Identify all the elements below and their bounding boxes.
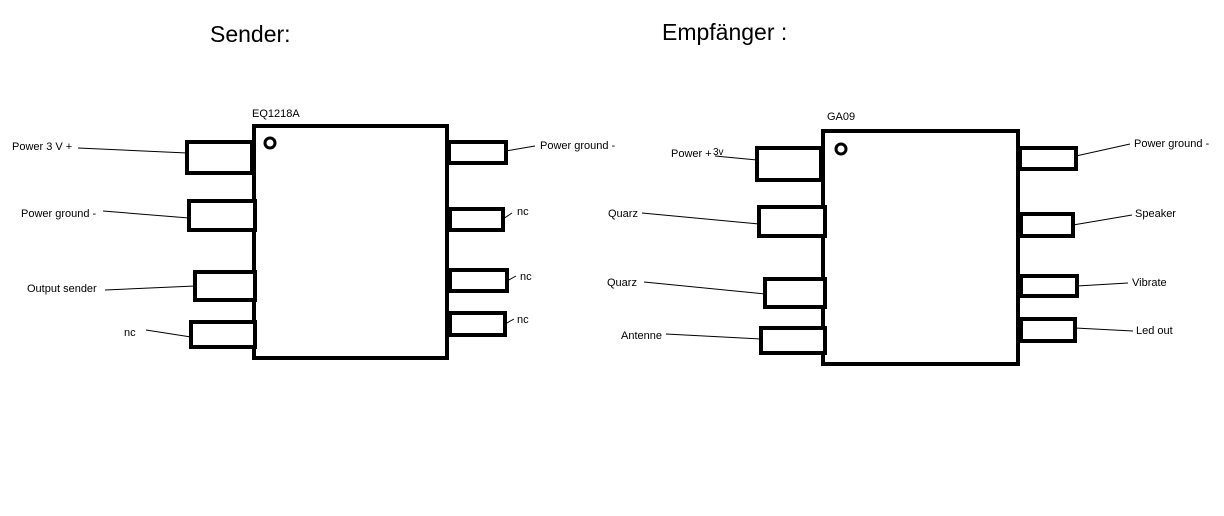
receiver-left-pin-4 [759,326,827,355]
sender-right-pin-3 [448,268,509,293]
sender-chip-body [252,124,449,360]
receiver-left-lead-2 [641,212,760,225]
sender-right-pin-2 [448,207,505,232]
sender-heading: Sender: [210,21,291,47]
receiver-pin1-marker-icon [834,142,848,156]
receiver-right-pin-2 [1019,212,1075,238]
sender-pin1-marker-icon [263,136,277,150]
sender-left-pin-4 [189,320,257,349]
sender-left-label-1: Power 3 V + [12,141,72,153]
receiver-chip: GA09 Power + 3v Quarz Quarz Antenne Powe… [607,111,1210,366]
receiver-right-lead-3 [1076,282,1129,287]
sender-right-lead-3 [506,275,517,282]
receiver-left-pin-3 [763,277,827,309]
sender-right-lead-4 [504,318,515,325]
sender-left-label-2: Power ground - [21,208,97,220]
sender-chip: EQ1218A Power 3 V + Power ground - Outpu… [12,108,616,360]
receiver-chip-body [821,129,1020,366]
receiver-left-lead-3 [643,281,766,295]
sender-left-label-3: Output sender [27,283,97,295]
receiver-left-note-1: 3v [713,147,724,158]
sender-left-pin-3 [193,270,257,302]
receiver-left-label-2: Quarz [608,208,638,220]
receiver-right-label-3: Vibrate [1132,277,1167,289]
receiver-chip-name: GA09 [827,111,855,123]
sender-right-label-4: nc [517,314,529,326]
sender-right-pin-4 [448,311,507,337]
receiver-left-lead-1 [714,155,758,161]
receiver-left-label-3: Quarz [607,277,637,289]
receiver-right-lead-1 [1075,143,1131,157]
sender-left-lead-2 [102,210,190,219]
sender-right-label-2: nc [517,206,529,218]
sender-right-label-1: Power ground - [540,140,616,152]
sender-chip-name: EQ1218A [252,108,300,120]
receiver-left-lead-4 [665,333,762,340]
sender-left-pin-1 [185,140,254,175]
sender-right-lead-2 [502,212,513,220]
receiver-right-pin-3 [1019,274,1079,298]
sender-left-lead-1 [77,147,188,154]
sender-right-lead-1 [505,145,536,152]
receiver-left-label-4: Antenne [621,330,662,342]
sender-left-lead-4 [145,329,192,338]
receiver-right-lead-2 [1072,214,1133,226]
receiver-right-label-4: Led out [1136,325,1173,337]
receiver-right-label-1: Power ground - [1134,138,1210,150]
receiver-left-label-1: Power + [671,148,712,160]
receiver-right-lead-4 [1074,327,1134,332]
sender-left-lead-3 [104,285,196,291]
receiver-left-pin-1 [755,146,823,182]
sender-right-pin-1 [447,140,508,165]
receiver-right-label-2: Speaker [1135,208,1176,220]
sender-left-label-4: nc [124,327,136,339]
receiver-heading: Empfänger : [662,19,787,45]
sender-right-label-3: nc [520,271,532,283]
receiver-right-pin-1 [1018,146,1078,171]
receiver-left-pin-2 [757,205,827,238]
sender-left-pin-2 [187,199,257,232]
receiver-right-pin-4 [1019,317,1077,343]
